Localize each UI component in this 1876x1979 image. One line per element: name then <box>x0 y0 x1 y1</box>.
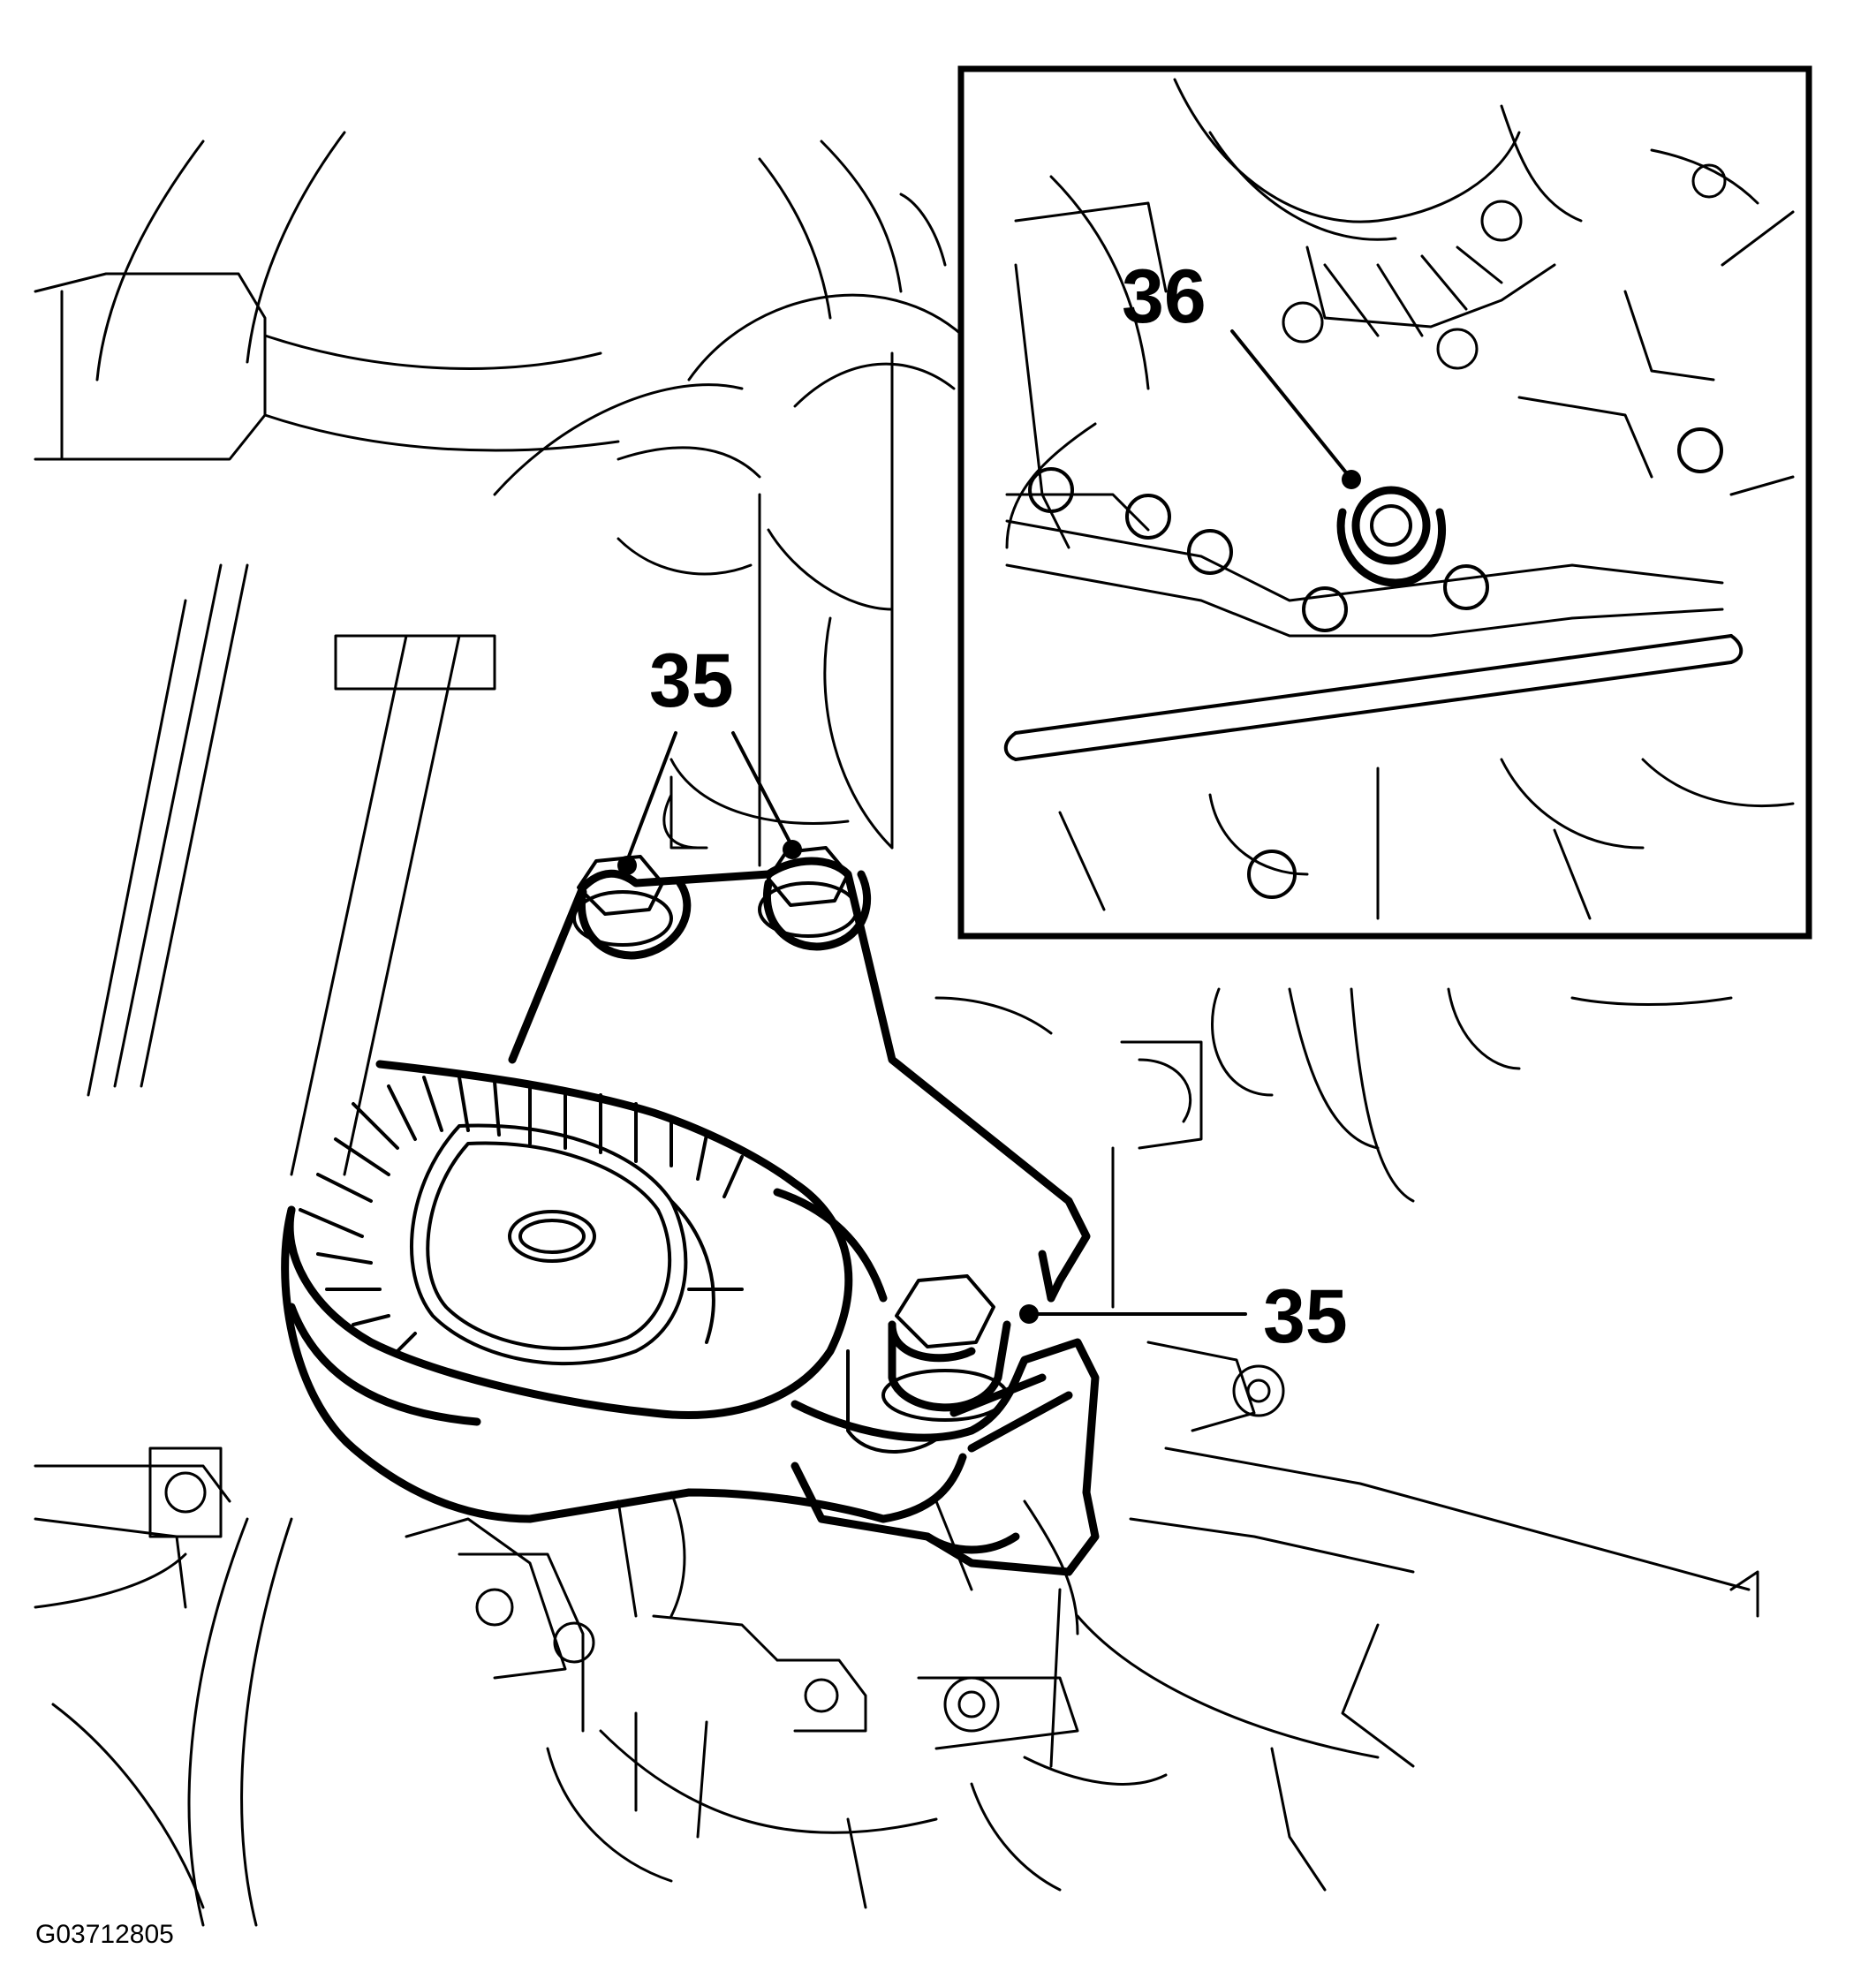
inset-linework <box>1003 78 1795 920</box>
engine-mount <box>281 857 1100 1576</box>
leader-lines <box>617 731 1247 1324</box>
bolt-top-left <box>572 855 692 960</box>
callout-35-right: 35 <box>1263 1274 1348 1359</box>
mount-bolts <box>572 846 1011 1454</box>
detail-inset <box>957 65 1812 940</box>
figure-id: G03712805 <box>35 1920 174 1949</box>
callout-36-inset: 36 <box>1122 254 1207 339</box>
bolt-lower <box>846 1274 1011 1454</box>
background-linework <box>34 131 1759 1927</box>
callout-35-top: 35 <box>649 638 734 723</box>
